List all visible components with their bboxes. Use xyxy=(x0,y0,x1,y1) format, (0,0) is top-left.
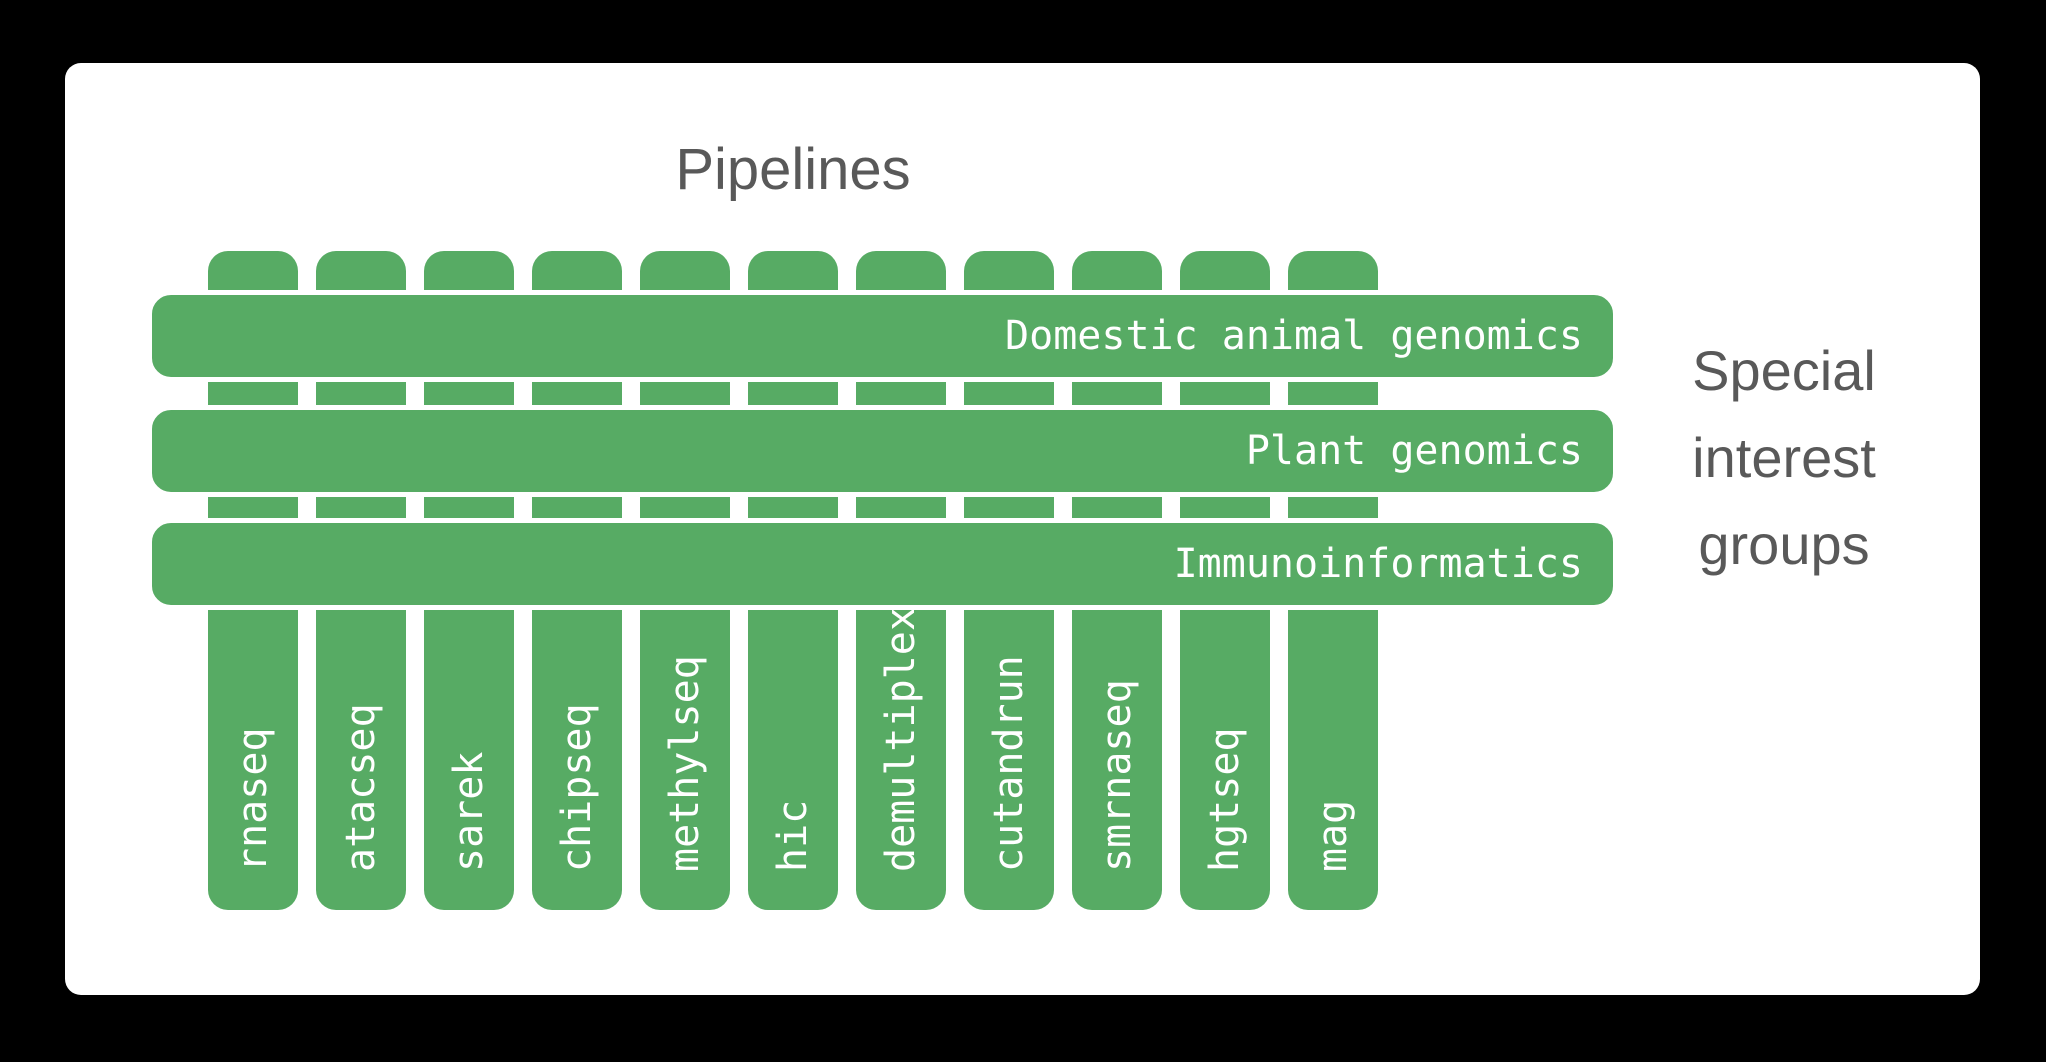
pipeline-name-label: cutandrun xyxy=(986,655,1032,872)
sig-name-label: Immunoinformatics xyxy=(1173,541,1583,587)
sig-bar: Plant genomics xyxy=(147,405,1618,497)
sig-name-label: Domestic animal genomics xyxy=(1005,313,1583,359)
special-interest-groups-label: Special interest groups xyxy=(1692,327,1876,588)
pipeline-name-label: demultiplex xyxy=(878,607,924,872)
pipeline-name-label: mag xyxy=(1310,799,1356,872)
sig-bar: Domestic animal genomics xyxy=(147,290,1618,382)
pipeline-name-label: atacseq xyxy=(338,703,384,872)
pipeline-name-label: smrnaseq xyxy=(1094,679,1140,872)
pipeline-name-label: chipseq xyxy=(554,703,600,872)
pipeline-name-label: methylseq xyxy=(662,655,708,872)
sig-label-line: Special xyxy=(1692,339,1876,402)
weave-diagram: rnaseq atacseq sarek chipseq methylseq h… xyxy=(65,63,1980,995)
sig-label-line: groups xyxy=(1698,513,1870,576)
pipeline-name-label: sarek xyxy=(446,751,492,872)
pipeline-name-label: hic xyxy=(770,799,816,872)
pipeline-name-label: hgtseq xyxy=(1202,727,1248,873)
diagram-card: Pipelines rnaseq atacseq sarek chipseq m… xyxy=(65,63,1980,995)
sig-bar: Immunoinformatics xyxy=(147,518,1618,610)
sig-name-label: Plant genomics xyxy=(1245,428,1583,474)
pipeline-name-label: rnaseq xyxy=(230,727,276,873)
pipelines-title: Pipelines xyxy=(675,137,911,202)
sig-label-line: interest xyxy=(1692,426,1876,489)
